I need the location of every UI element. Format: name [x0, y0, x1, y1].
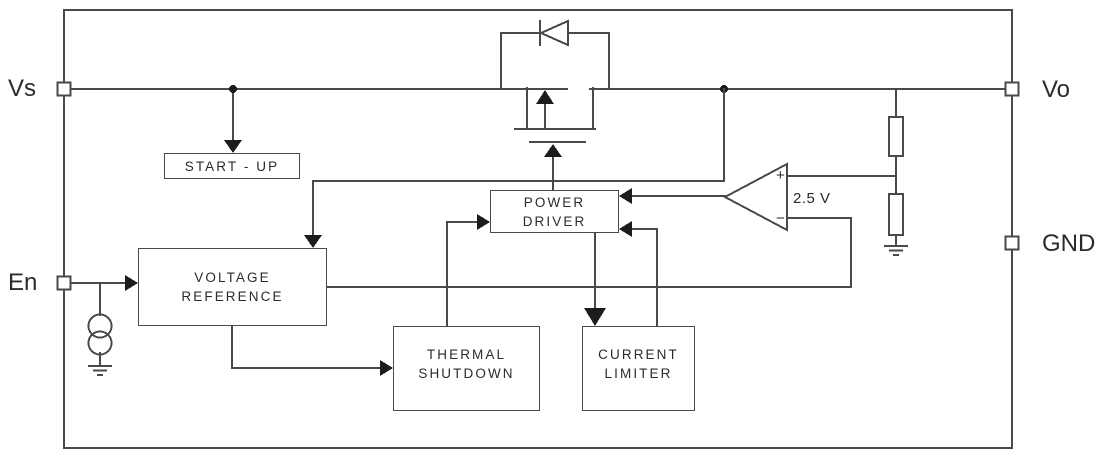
block-start-up: START - UP	[164, 153, 300, 179]
reference-input-wire	[326, 217, 852, 288]
arrow-into-voltage-reference-left	[125, 275, 138, 291]
pin-vo-terminal	[1004, 81, 1020, 97]
pass-transistor-icon	[514, 87, 596, 143]
block-power-driver-label-line2: DRIVER	[522, 213, 587, 229]
enable-wire	[71, 275, 138, 291]
pin-en-terminal	[56, 275, 72, 291]
pin-label-en: En	[8, 269, 38, 296]
body-diode-icon	[500, 19, 610, 89]
current-source-icon	[87, 313, 113, 356]
reference-to-thermal-wire	[231, 325, 393, 376]
block-current-limiter-label-line1: CURRENT	[598, 347, 679, 362]
arrow-into-start-up	[224, 140, 242, 153]
amplifier-minus-sign: −	[776, 210, 785, 227]
block-thermal-shutdown: THERMAL SHUTDOWN	[393, 326, 540, 411]
ground-icon-enable	[87, 364, 113, 377]
feedback-wire	[304, 88, 725, 248]
block-voltage-reference: VOLTAGE REFERENCE	[138, 248, 327, 326]
pin-label-vs: Vs	[8, 75, 37, 102]
block-current-limiter-label-line2: LIMITER	[604, 366, 673, 381]
arrow-into-current-limiter	[584, 308, 606, 326]
pin-gnd-terminal	[1004, 235, 1020, 251]
diode-triangle	[538, 19, 569, 47]
block-voltage-reference-label-line2: REFERENCE	[181, 289, 284, 304]
arrow-into-power-driver-right-upper	[619, 188, 632, 204]
pin-label-vo: Vo	[1042, 76, 1071, 103]
arrow-into-voltage-reference	[304, 235, 322, 248]
block-voltage-reference-label-line1: VOLTAGE	[194, 270, 271, 285]
block-power-driver-label-line1: POWER	[523, 194, 586, 210]
ground-icon-divider	[883, 244, 909, 257]
resistor-r1-icon	[888, 116, 904, 157]
current-limiter-feedback-wire	[619, 221, 658, 327]
gate-drive-wire	[544, 144, 562, 191]
driver-to-limiter-wire	[584, 232, 606, 326]
arrow-into-gate	[544, 144, 562, 157]
arrow-into-power-driver-left	[477, 214, 490, 230]
amplifier-plus-sign: +	[776, 167, 785, 184]
block-thermal-shutdown-label-line1: THERMAL	[426, 347, 507, 362]
thermal-to-driver-wire	[446, 214, 490, 327]
arrow-into-power-driver-right-lower	[619, 221, 632, 237]
ic-boundary	[63, 9, 1013, 449]
startup-branch-wire	[224, 88, 242, 153]
junction-dot-vs-rail	[229, 85, 237, 93]
arrow-into-thermal-shutdown	[380, 360, 393, 376]
block-current-limiter: CURRENT LIMITER	[582, 326, 695, 411]
reference-voltage-label: 2.5 V	[793, 190, 831, 207]
resistor-r2-icon	[888, 193, 904, 236]
mosfet-bulk-arrow	[536, 90, 554, 104]
amplifier-output-wire	[619, 188, 726, 204]
error-amplifier-icon	[722, 162, 788, 232]
pin-label-gnd: GND	[1042, 230, 1096, 257]
pin-vs-terminal	[56, 81, 72, 97]
block-power-driver: POWER DRIVER	[490, 190, 619, 233]
block-thermal-shutdown-label-line2: SHUTDOWN	[418, 366, 515, 381]
block-start-up-label: START - UP	[184, 158, 280, 174]
